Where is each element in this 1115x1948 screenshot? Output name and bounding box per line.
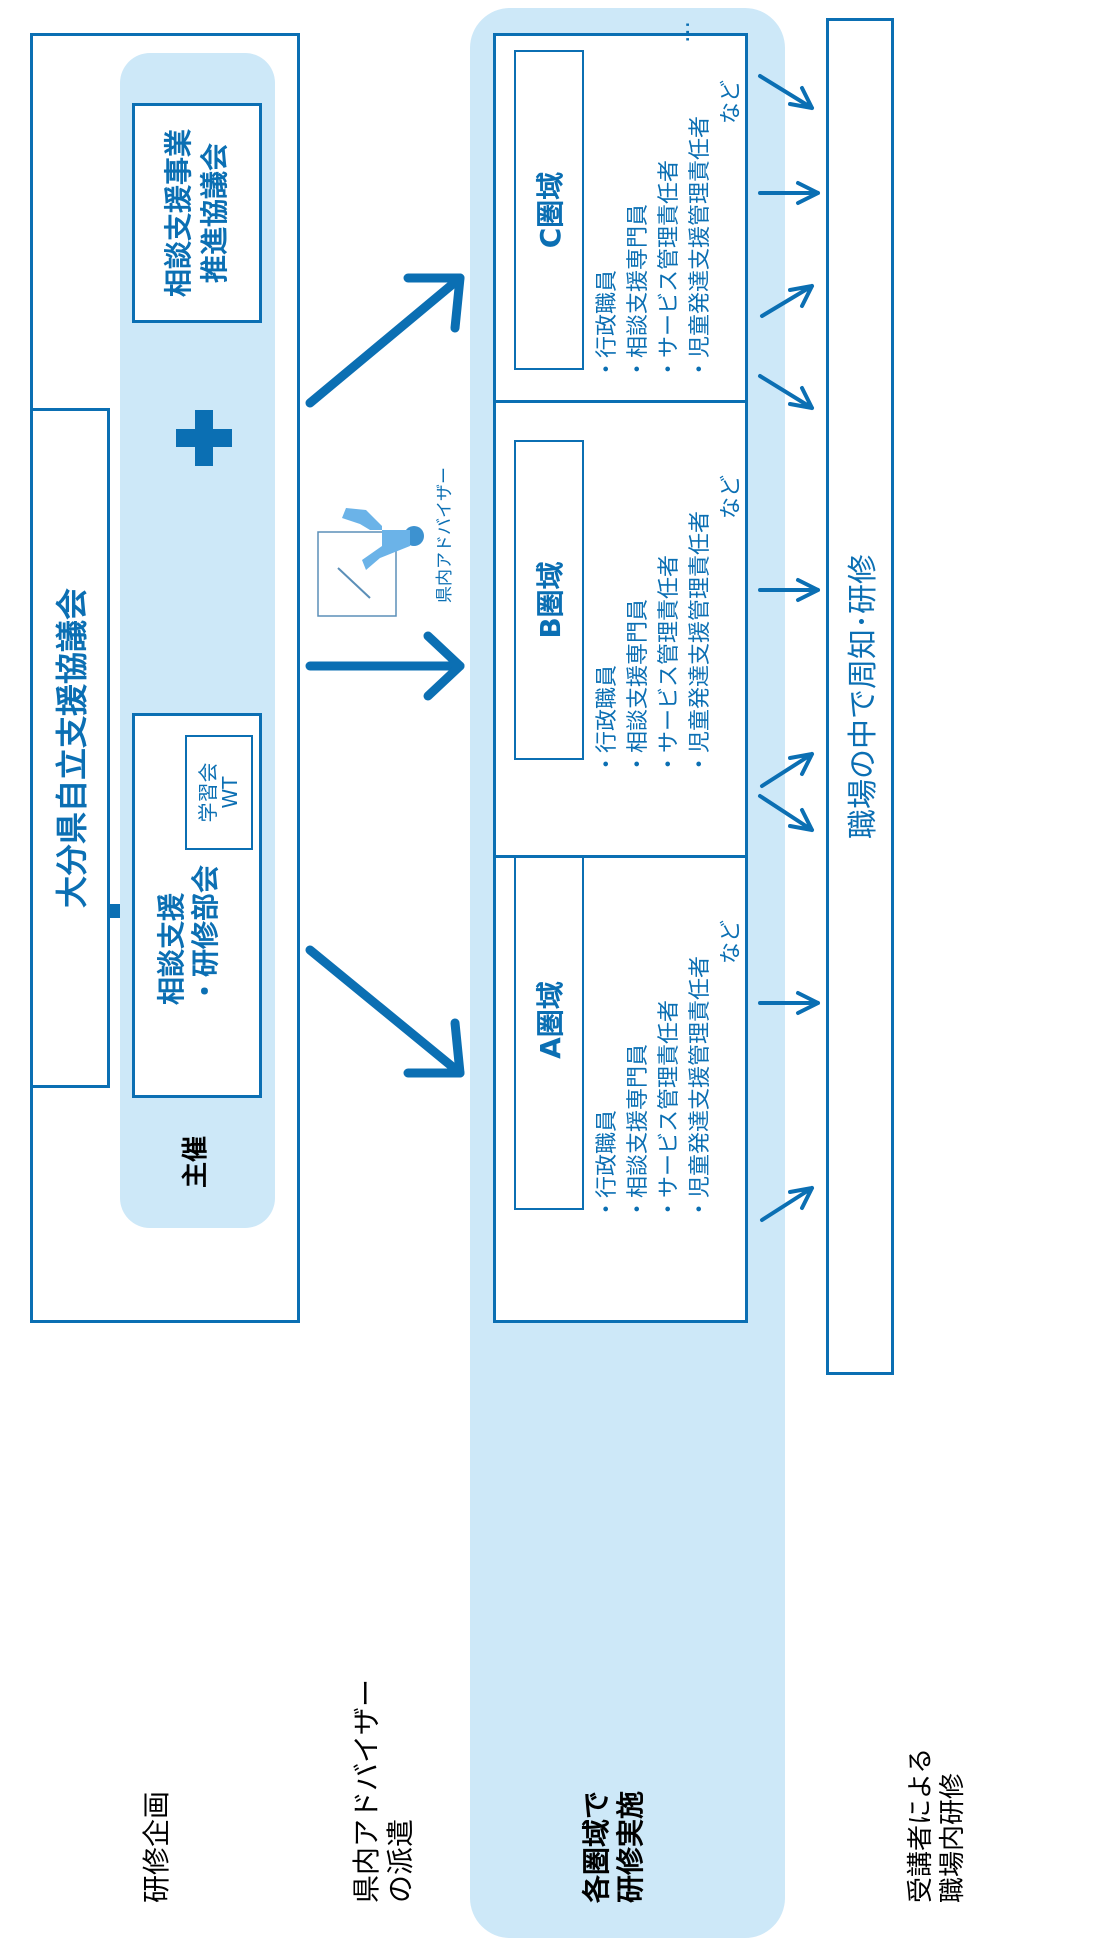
workplace-box: 職場の中で周知･研修 bbox=[826, 18, 894, 1375]
workplace-box-label: 職場の中で周知･研修 bbox=[838, 554, 882, 839]
workplace-label: 受講者による 職場内研修 bbox=[905, 1748, 969, 1903]
